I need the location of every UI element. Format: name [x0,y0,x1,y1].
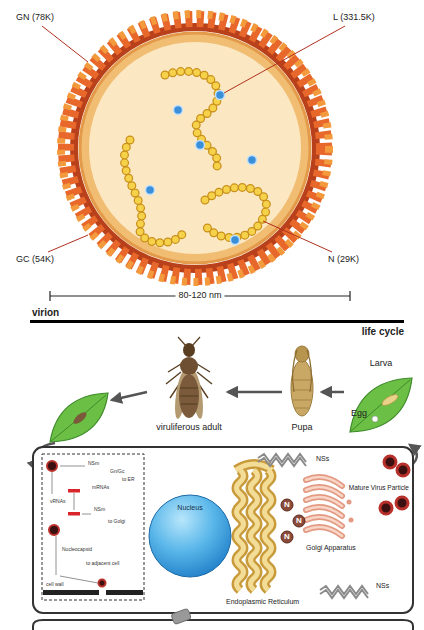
inset-label: to Golgi [108,518,125,524]
structure-label: NSs [376,582,389,590]
leaf-with-larva-egg [350,378,412,432]
protein-label: L (331.5K) [333,12,375,23]
node-text: N [284,500,290,510]
pupa-figure [291,346,313,416]
scale-label: 80-120 nm [175,290,224,301]
node-text: Egg [351,408,367,419]
structure-label: NSs [316,455,329,463]
nucleocapsid-chain [124,71,266,242]
adjacent-cell-outline [33,620,413,630]
section-rule [30,320,404,323]
endoplasmic-reticulum [236,464,272,590]
scale-bar [50,291,350,301]
node-text: viruliferous adult [156,422,222,433]
circle-shape [281,531,293,543]
leaf-with-adult [50,393,108,442]
structure-label: Mature Virus Particle [349,484,409,492]
plasmodesma-tube [171,608,192,624]
inset-label: cell wall [46,581,64,587]
n-protein-circle: N [280,530,294,544]
circle-shape [281,499,293,511]
circle-outline [148,494,232,578]
life-stage-figure: viruliferous adult [153,336,225,434]
structure-label: Golgi Apparatus [306,544,356,552]
structure-label: Endoplasmic Reticulum [226,598,299,606]
nucleus-circle: Nucleus [148,494,232,578]
circle-outline [280,530,294,544]
circle-outline [280,498,294,512]
circle-shape [149,495,231,577]
node-text: N [284,532,290,542]
protein-label: N (29K) [328,254,359,265]
adult-thrips [166,337,212,419]
cycle-arrow [228,391,282,394]
n-protein-circle: N [280,498,294,512]
inset-label: vRNAs [50,498,66,504]
section-heading: virion [32,307,59,319]
virion-particle [61,14,329,282]
node-text: N [296,516,302,526]
inset-label: Nucleocapsid [62,546,92,552]
inset-label: to adjacent cell [86,560,119,566]
leader-line [42,26,345,252]
node-text: Nucleus [177,504,202,512]
inset-panel [42,454,144,600]
node-text: Larva [370,358,393,369]
inset-label: mRNAs [92,484,109,490]
life-stage-figure: LarvaEgg [347,358,415,446]
golgi-apparatus [306,477,354,536]
node-text: Pupa [291,422,312,433]
life-stage-figure: Pupa [285,336,319,434]
cycle-arrow [322,391,344,394]
inset-label: NSm [94,506,105,512]
nss-filament [258,454,368,598]
n-protein-circle: N [292,514,306,528]
mature-virus-particle [380,456,409,514]
inset-label: Gn/Gc [110,468,124,474]
circle-shape [293,515,305,527]
section-heading: life cycle [362,326,404,338]
protein-label: GN (78K) [16,12,54,23]
protein-label: GC (54K) [16,254,54,265]
cell-outline [33,447,413,613]
inset-label: to ER [122,476,135,482]
circle-outline [292,514,306,528]
l-polymerase-dot [146,91,257,245]
inset-label: NSm [88,460,99,466]
